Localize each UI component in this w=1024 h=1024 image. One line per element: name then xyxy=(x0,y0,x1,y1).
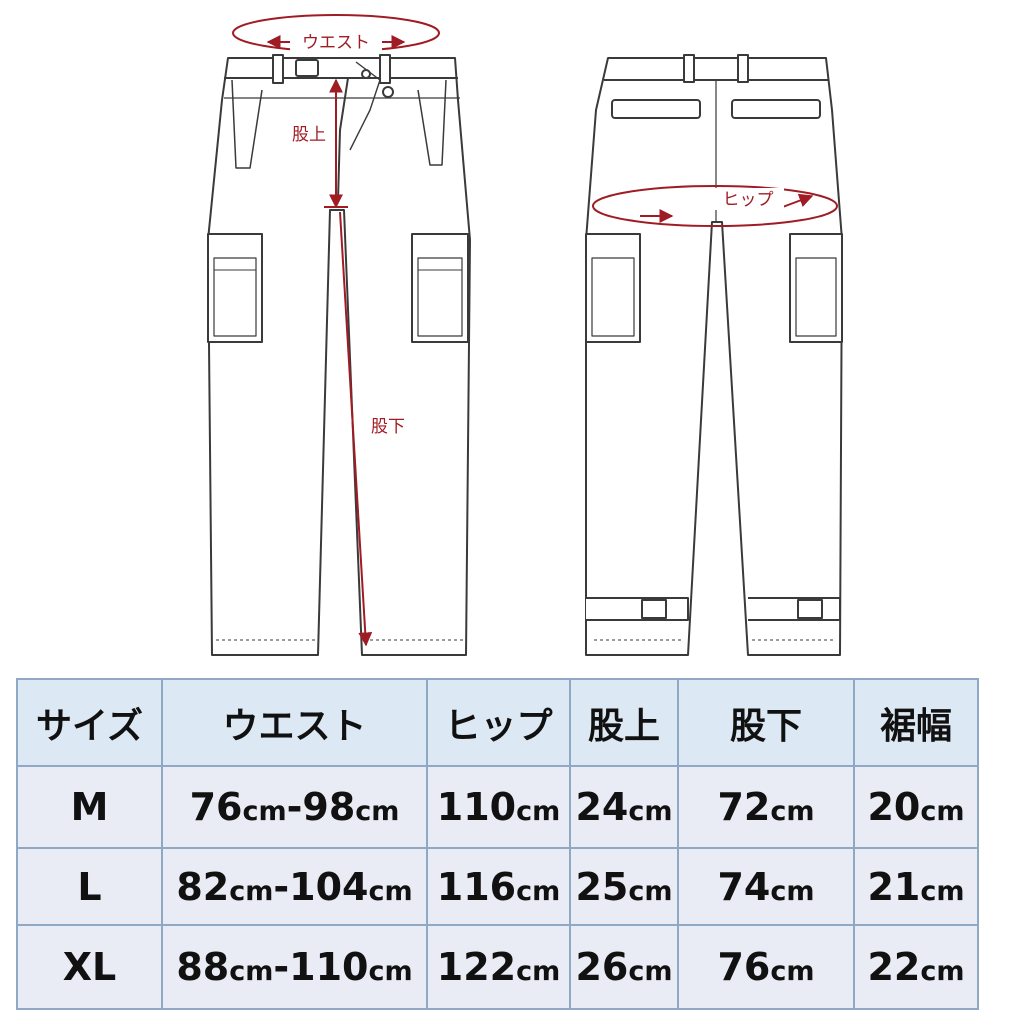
waist-to: 98 xyxy=(302,785,356,829)
unit: cm xyxy=(628,875,673,907)
unit: cm xyxy=(368,875,413,907)
pants-measurement-diagram: ウエスト 股上 股下 ヒップ xyxy=(207,14,843,656)
hem-cell: 22cm xyxy=(853,924,979,1010)
rise-cell: 25cm xyxy=(569,847,679,926)
size-value: L xyxy=(77,864,102,909)
waist-label: ウエスト xyxy=(302,33,370,53)
waist-from: 82 xyxy=(176,864,230,909)
unit: cm xyxy=(628,796,673,827)
inseam-cell: 74cm xyxy=(677,847,855,926)
header-hem-width: 裾幅 xyxy=(853,678,979,767)
rise-cell: 24cm xyxy=(569,765,679,849)
table-row: M 76cm-98cm 110cm 24cm 72cm 20cm xyxy=(16,765,979,849)
hip-label: ヒップ xyxy=(723,190,774,210)
unit: cm xyxy=(628,956,673,987)
table-header-row: サイズ ウエスト ヒップ 股上 股下 裾幅 xyxy=(16,678,979,767)
inseam-measure: 股下 xyxy=(339,211,405,647)
waist-to: 104 xyxy=(289,864,369,909)
unit: cm xyxy=(770,796,815,827)
unit: cm xyxy=(229,956,274,987)
inseam-cell: 76cm xyxy=(677,924,855,1010)
unit: cm xyxy=(516,796,561,827)
unit: cm xyxy=(368,956,413,987)
unit: cm xyxy=(516,875,561,907)
unit: cm xyxy=(355,796,400,827)
header-size: サイズ xyxy=(16,678,163,767)
header-inseam: 股下 xyxy=(677,678,855,767)
hip-cell: 110cm xyxy=(426,765,571,849)
waist-measure: ウエスト xyxy=(232,14,440,54)
header-waist: ウエスト xyxy=(161,678,428,767)
size-value: M xyxy=(70,785,109,829)
hem-value: 20 xyxy=(867,785,921,829)
waist-cell: 88cm-110cm xyxy=(161,924,428,1010)
unit: cm xyxy=(920,875,965,907)
table-row: XL 88cm-110cm 122cm 26cm 76cm 22cm xyxy=(16,924,979,1010)
inseam-label: 股下 xyxy=(371,417,405,437)
unit: cm xyxy=(770,956,815,987)
hip-value: 116 xyxy=(436,864,517,909)
hip-value: 122 xyxy=(436,945,517,989)
inseam-value: 72 xyxy=(717,785,771,829)
hem-cell: 21cm xyxy=(853,847,979,926)
header-hip: ヒップ xyxy=(426,678,571,767)
pants-back-view xyxy=(585,54,843,656)
size-value: XL xyxy=(62,945,117,989)
hem-value: 21 xyxy=(867,864,921,909)
inseam-value: 76 xyxy=(717,945,771,989)
rise-label: 股上 xyxy=(292,125,326,145)
waist-to: 110 xyxy=(289,945,369,989)
hip-cell: 116cm xyxy=(426,847,571,926)
rise-value: 26 xyxy=(575,945,629,989)
unit: cm xyxy=(920,796,965,827)
inseam-value: 74 xyxy=(717,864,771,909)
table-row: L 82cm-104cm 116cm 25cm 74cm 21cm xyxy=(16,847,979,926)
size-chart-table: サイズ ウエスト ヒップ 股上 股下 裾幅 M 76cm-98cm 110cm … xyxy=(16,678,979,1010)
hem-value: 22 xyxy=(867,945,921,989)
hem-cell: 20cm xyxy=(853,765,979,849)
size-cell: L xyxy=(16,847,163,926)
unit: cm xyxy=(770,875,815,907)
rise-measure: 股上 xyxy=(288,78,348,209)
header-rise: 股上 xyxy=(569,678,679,767)
waist-cell: 82cm-104cm xyxy=(161,847,428,926)
hip-cell: 122cm xyxy=(426,924,571,1010)
waist-from: 76 xyxy=(189,785,243,829)
inseam-cell: 72cm xyxy=(677,765,855,849)
pants-front-view xyxy=(207,54,471,656)
waist-from: 88 xyxy=(176,945,230,989)
range-separator: - xyxy=(273,864,290,909)
range-separator: - xyxy=(286,785,303,829)
rise-cell: 26cm xyxy=(569,924,679,1010)
rise-value: 24 xyxy=(575,785,629,829)
size-cell: XL xyxy=(16,924,163,1010)
unit: cm xyxy=(516,956,561,987)
unit: cm xyxy=(920,956,965,987)
rise-value: 25 xyxy=(575,864,629,909)
unit: cm xyxy=(229,875,274,907)
range-separator: - xyxy=(273,945,290,989)
hip-measure: ヒップ xyxy=(592,185,838,227)
size-cell: M xyxy=(16,765,163,849)
waist-cell: 76cm-98cm xyxy=(161,765,428,849)
hip-value: 110 xyxy=(436,785,517,829)
unit: cm xyxy=(242,796,287,827)
